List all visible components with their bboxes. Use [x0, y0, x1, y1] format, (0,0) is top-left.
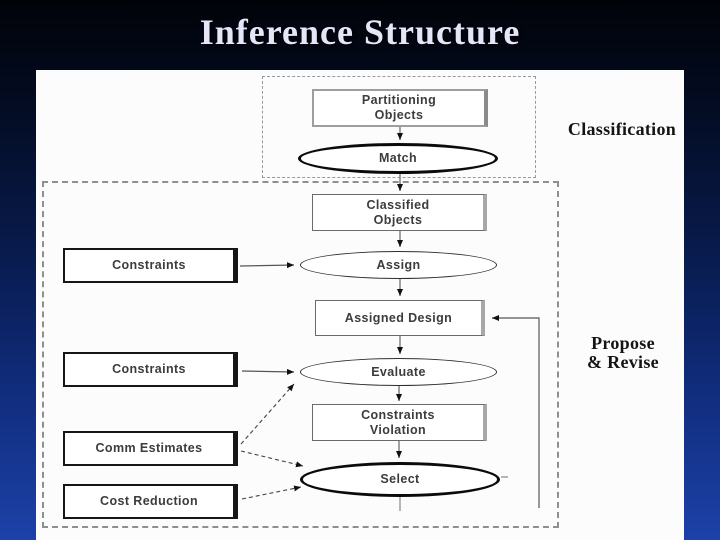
node-label: Objects [374, 108, 424, 122]
node-assigned-design: Assigned Design [315, 300, 485, 336]
node-label: Select [380, 472, 420, 486]
node-label: Constraints [112, 258, 186, 272]
propose-revise-label: Propose & Revise [566, 334, 680, 372]
propose-revise-group-box [42, 181, 559, 528]
node-match: Match [298, 143, 498, 174]
node-classified-objects: Classified Objects [312, 194, 487, 231]
node-partitioning-objects: Partitioning Objects [312, 89, 488, 127]
classification-label: Classification [567, 119, 677, 139]
node-label: Evaluate [371, 364, 426, 379]
node-label: Match [378, 151, 418, 165]
node-select: Select [300, 462, 500, 497]
node-label: Partitioning [361, 93, 437, 107]
node-label: Classified [366, 197, 430, 212]
node-label: Objects [373, 212, 423, 227]
propose-revise-line1: Propose [591, 333, 655, 353]
node-label: Constraints [361, 407, 435, 422]
classification-group-box [262, 76, 536, 178]
node-constraints-violation: Constraints Violation [312, 404, 487, 441]
node-label: Comm Estimates [95, 441, 203, 455]
node-label: Cost Reduction [100, 494, 198, 508]
node-label: Constraints [112, 362, 186, 376]
node-cost-reduction: Cost Reduction [63, 484, 238, 519]
propose-revise-line2: & Revise [587, 352, 659, 372]
node-assign: Assign [300, 251, 497, 279]
node-label: Assigned Design [344, 310, 453, 325]
slide-title: Inference Structure [199, 12, 521, 52]
node-comm-estimates: Comm Estimates [63, 431, 238, 466]
node-constraints-2: Constraints [63, 352, 238, 387]
node-evaluate: Evaluate [300, 358, 497, 386]
node-label: Assign [376, 257, 421, 272]
node-constraints-1: Constraints [63, 248, 238, 283]
node-label: Violation [369, 422, 427, 437]
